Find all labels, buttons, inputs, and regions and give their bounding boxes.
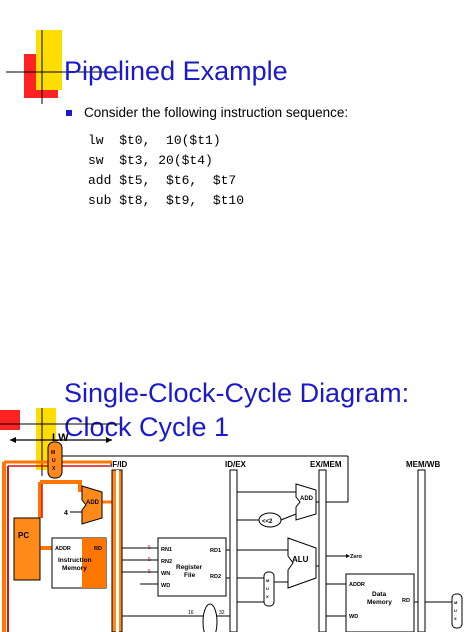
svg-text:32: 32 bbox=[219, 610, 225, 616]
instruction-arrow: LW bbox=[10, 432, 112, 444]
svg-text:Instruction: Instruction bbox=[58, 557, 92, 564]
slide-pipelined-example: Pipelined Example Consider the following… bbox=[6, 30, 349, 208]
svg-text:<<2: <<2 bbox=[262, 519, 273, 525]
svg-text:X: X bbox=[454, 616, 457, 621]
svg-text:ALU: ALU bbox=[292, 555, 309, 564]
svg-text:16: 16 bbox=[188, 610, 194, 616]
svg-text:U: U bbox=[266, 586, 269, 591]
code-line: add $t5, $t6, $t7 bbox=[88, 173, 237, 188]
svg-text:U: U bbox=[454, 608, 457, 613]
code-line: sw $t3, 20($t4) bbox=[88, 153, 213, 168]
stage-label-mem-wb: MEM/WB bbox=[406, 460, 440, 469]
ex-mem-register bbox=[318, 469, 327, 632]
datapath-diagram: LW IF/ID ID/EX EX/MEM MEM/WB M U bbox=[0, 408, 463, 632]
data-memory: ADDR RD WD Data Memory bbox=[316, 565, 418, 632]
svg-text:Zero: Zero bbox=[350, 554, 363, 560]
svg-text:M: M bbox=[266, 578, 270, 583]
code-line: sub $t8, $t9, $t10 bbox=[88, 193, 245, 208]
pc-label: PC bbox=[18, 531, 29, 540]
svg-text:Data: Data bbox=[372, 591, 386, 598]
id-ex-register bbox=[229, 469, 238, 632]
svg-text:M: M bbox=[454, 600, 458, 605]
stage-label-if-id: IF/ID bbox=[110, 460, 128, 469]
slide-single-clock-cycle: Single-Clock-Cycle Diagram: Clock Cycle … bbox=[0, 316, 474, 632]
pc-add-unit: ADD 4 bbox=[64, 485, 103, 525]
svg-text:ADDR: ADDR bbox=[349, 582, 365, 588]
page-title: Pipelined Example bbox=[64, 56, 288, 86]
title-line-1: Single-Clock-Cycle Diagram: bbox=[64, 378, 410, 408]
shift-left-2: <<2 bbox=[237, 512, 282, 528]
svg-text:WD: WD bbox=[349, 614, 358, 620]
title-line-2: Clock Cycle 1 bbox=[64, 412, 230, 442]
bullet-text: Consider the following instruction seque… bbox=[84, 105, 349, 120]
alu-src-mux: M U X bbox=[226, 571, 288, 607]
write-back-mux: M U X bbox=[425, 593, 463, 629]
bullet-square-icon bbox=[66, 110, 72, 116]
svg-text:X: X bbox=[266, 594, 269, 599]
stage-label-id-ex: ID/EX bbox=[225, 460, 247, 469]
program-counter: PC bbox=[13, 517, 41, 581]
corner-decoration bbox=[6, 30, 120, 104]
svg-text:WD: WD bbox=[161, 583, 170, 589]
instr-label: LW bbox=[52, 432, 69, 444]
svg-text:RN2: RN2 bbox=[161, 559, 172, 565]
constant-four: 4 bbox=[64, 510, 68, 517]
pc-source-mux: M U X bbox=[47, 441, 63, 479]
highlighted-fetch-path bbox=[2, 460, 112, 632]
page-title: Single-Clock-Cycle Diagram: Clock Cycle … bbox=[64, 376, 409, 444]
sign-extend-unit: 16 32 bbox=[122, 603, 230, 632]
svg-text:RD: RD bbox=[94, 546, 102, 552]
register-file: RN1 RN2 WN WD RD1 RD2 Register File 5 5 … bbox=[122, 537, 227, 597]
svg-text:RD: RD bbox=[402, 598, 410, 604]
add-label: ADD bbox=[86, 500, 100, 506]
stage-label-ex-mem: EX/MEM bbox=[310, 460, 342, 469]
svg-text:RD1: RD1 bbox=[210, 548, 221, 554]
svg-text:X: X bbox=[52, 466, 56, 472]
instruction-memory: ADDR RD Instruction Memory bbox=[51, 537, 107, 589]
svg-text:File: File bbox=[184, 572, 196, 579]
svg-text:WN: WN bbox=[161, 571, 170, 577]
branch-add-unit: ADD bbox=[62, 455, 349, 521]
svg-text:Memory: Memory bbox=[62, 565, 87, 572]
svg-text:M: M bbox=[51, 450, 55, 456]
alu: ALU Zero bbox=[226, 537, 363, 589]
svg-text:RD2: RD2 bbox=[210, 574, 221, 580]
svg-text:Memory: Memory bbox=[367, 599, 392, 606]
svg-text:ADDR: ADDR bbox=[55, 546, 71, 552]
code-line: lw $t0, 10($t1) bbox=[88, 133, 221, 148]
svg-text:RN1: RN1 bbox=[161, 547, 172, 553]
svg-text:U: U bbox=[52, 458, 56, 464]
svg-text:ADD: ADD bbox=[300, 496, 314, 502]
mem-wb-register bbox=[417, 469, 426, 632]
svg-text:Register: Register bbox=[176, 564, 202, 571]
